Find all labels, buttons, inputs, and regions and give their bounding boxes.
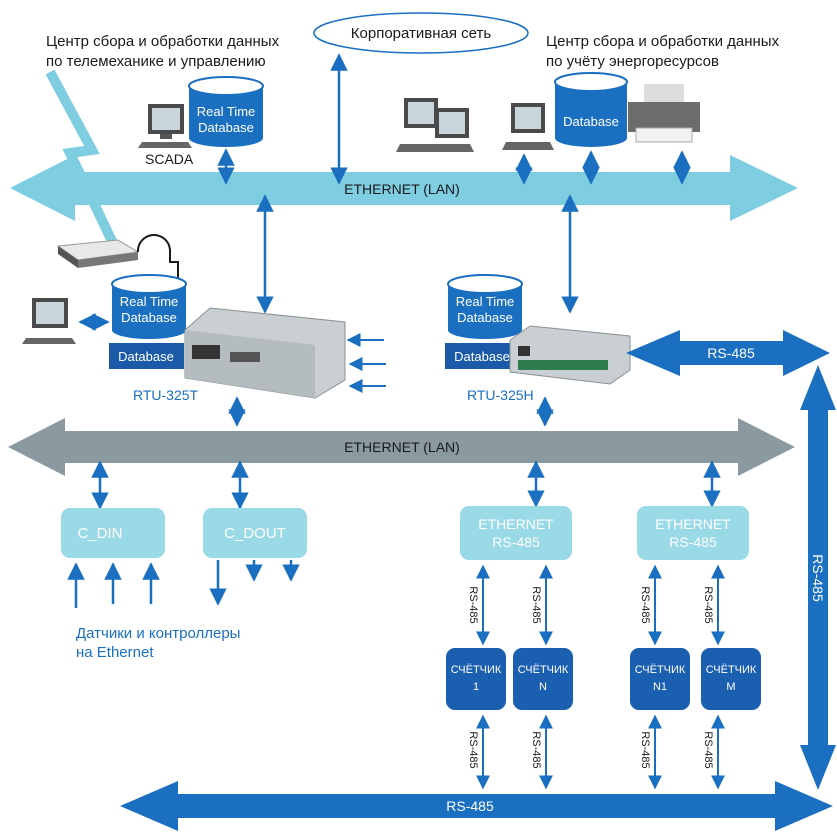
- rtu325t-label: RTU-325T: [133, 387, 199, 403]
- printer-icon: [628, 84, 700, 143]
- converter-1-label-2: RS-485: [492, 534, 540, 550]
- rtdb-cylinder-rtu325t: [111, 274, 187, 339]
- meter-N-label-2: N: [539, 681, 547, 693]
- top-ethernet-label: ETHERNET (LAN): [344, 181, 460, 197]
- database-rtu325h-label: Database: [454, 349, 510, 364]
- rs485-label-l3: RS-485: [639, 731, 651, 768]
- rs485-label-u1: RS-485: [467, 586, 479, 623]
- modem-icon: [56, 234, 179, 300]
- meter-N1-label-1: СЧЁТЧИК: [635, 664, 686, 676]
- corporate-network-ellipse: [313, 12, 529, 54]
- right-center-title-line1: Центр сбора и обработки данных: [546, 33, 780, 50]
- meter-M: [701, 648, 761, 710]
- meter-N1-label-2: N1: [653, 681, 667, 693]
- converter-2-label-1: ETHERNET: [655, 516, 731, 532]
- right-rs485-bus: [626, 330, 830, 376]
- operator-computer-icon: [502, 103, 554, 150]
- database-top-label: Database: [563, 114, 619, 129]
- c-dout-label: C_DOUT: [224, 525, 286, 542]
- meter-1-label-2: 1: [473, 681, 479, 693]
- meter-1: [446, 648, 506, 710]
- meter-N-label-1: СЧЁТЧИК: [518, 664, 569, 676]
- rtu325h-device-icon: [509, 325, 631, 385]
- rs485-label-l4: RS-485: [702, 731, 714, 768]
- meter-M-label-2: M: [726, 681, 735, 693]
- vertical-rs485-label: RS-485: [810, 554, 826, 602]
- left-center-title-line2: по телемеханике и управлению: [46, 53, 266, 70]
- left-center-title-line1: Центр сбора и обработки данных: [46, 33, 280, 50]
- rtu325h-label: RTU-325H: [467, 387, 534, 403]
- right-center-title-line2: по учёту энергоресурсов: [546, 53, 719, 70]
- rtdb-cylinder-top-left: [188, 76, 264, 147]
- wireless-link-icon: [45, 69, 125, 261]
- meter-1-label-1: СЧЁТЧИК: [451, 664, 502, 676]
- converter-2-label-2: RS-485: [669, 534, 717, 550]
- vertical-rs485-bus: [800, 365, 836, 790]
- ethernet-rs485-converter-1: [460, 506, 572, 560]
- c-din-module: [61, 508, 165, 558]
- converter-1-label-1: ETHERNET: [478, 516, 554, 532]
- meter-N: [513, 648, 573, 710]
- scada-computer-icon: [138, 104, 192, 148]
- scada-label: SCADA: [145, 151, 194, 167]
- meter-N1: [630, 648, 690, 710]
- middle-ethernet-bus: [8, 418, 795, 476]
- top-ethernet-bus: [10, 155, 798, 221]
- c-din-label: C_DIN: [77, 525, 122, 542]
- rs485-label-u4: RS-485: [702, 586, 714, 623]
- rs485-label-l1: RS-485: [467, 731, 479, 768]
- bottom-rs485-bus: [120, 781, 833, 831]
- corporate-network-label: Корпоративная сеть: [351, 25, 492, 42]
- ethernet-rs485-converter-2: [637, 506, 749, 560]
- database-box-rtu325h: [445, 343, 520, 369]
- database-rtu325t-label: Database: [118, 349, 174, 364]
- rtdb-rtu325t-label-1: Real Time: [120, 294, 179, 309]
- sensors-label-line1: Датчики и контроллеры: [76, 625, 240, 642]
- bottom-rs485-label: RS-485: [446, 798, 494, 814]
- local-computer-icon: [22, 298, 76, 344]
- right-rs485-label: RS-485: [707, 345, 755, 361]
- workstation-pair-icon: [396, 98, 474, 152]
- rs485-label-u2: RS-485: [530, 586, 542, 623]
- rtdb-top-label-1: Real Time: [197, 104, 256, 119]
- rtdb-rtu325t-label-2: Database: [121, 310, 177, 325]
- sensors-label-line2: на Ethernet: [76, 644, 154, 661]
- meter-M-label-1: СЧЁТЧИК: [706, 664, 757, 676]
- middle-ethernet-label: ETHERNET (LAN): [344, 439, 460, 455]
- database-cylinder-top-right: [554, 72, 628, 147]
- rtdb-rtu325h-label-2: Database: [457, 310, 513, 325]
- rtdb-top-label-2: Database: [198, 120, 254, 135]
- rtdb-rtu325h-label-1: Real Time: [456, 294, 515, 309]
- rtdb-cylinder-rtu325h: [447, 274, 523, 339]
- c-dout-module: [203, 508, 307, 558]
- rs485-label-u3: RS-485: [639, 586, 651, 623]
- rtu325t-device-icon: [184, 307, 346, 399]
- rs485-label-l2: RS-485: [530, 731, 542, 768]
- database-box-rtu325t: [109, 343, 184, 369]
